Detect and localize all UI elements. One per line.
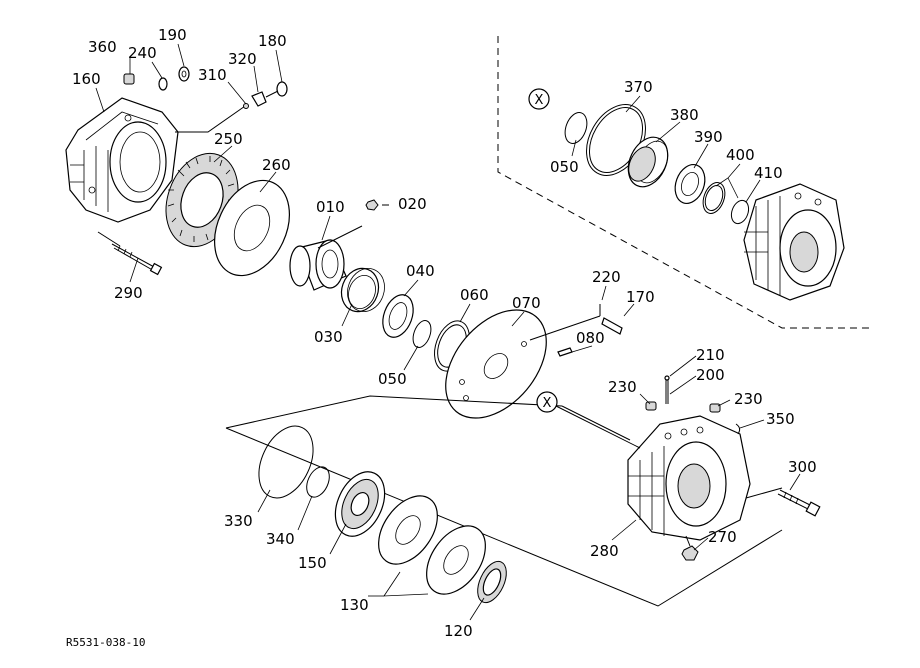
label-170: 170	[626, 288, 655, 306]
small-parts-lower	[645, 375, 741, 561]
x-marker-inset: X	[528, 88, 550, 110]
x-marker-main: X	[536, 391, 558, 413]
label-260: 260	[262, 156, 291, 174]
label-200: 200	[696, 366, 725, 384]
label-320: 320	[228, 50, 257, 68]
housing-280	[627, 415, 751, 541]
label-130: 130	[340, 596, 369, 614]
seal-150	[334, 471, 386, 537]
label-410: 410	[754, 164, 783, 182]
label-360: 360	[88, 38, 117, 56]
bolt-290	[97, 231, 163, 276]
label-220: 220	[592, 268, 621, 286]
nut-020	[365, 199, 394, 211]
label-370: 370	[624, 78, 653, 96]
label-380: 380	[670, 106, 699, 124]
label-050-inset: 050	[550, 158, 579, 176]
label-330: 330	[224, 512, 253, 530]
oring-340	[306, 466, 330, 498]
x-marker-main-text: X	[543, 396, 552, 411]
part-labels: 360 190 240 180 320 310 160 250 260 010 …	[72, 26, 817, 640]
oring-330	[258, 425, 314, 499]
leader-lines	[95, 43, 801, 621]
label-270: 270	[708, 528, 737, 546]
small-parts-top	[123, 66, 288, 133]
figure-code: R5531-038-10	[66, 636, 145, 649]
label-350: 350	[766, 410, 795, 428]
bearing-390	[674, 164, 706, 204]
label-030: 030	[314, 328, 343, 346]
plate-070	[445, 309, 601, 419]
oring-050-inset	[564, 112, 588, 144]
label-060: 060	[460, 286, 489, 304]
ring-400	[702, 182, 726, 214]
inset-frame	[497, 36, 870, 329]
label-150: 150	[298, 554, 327, 572]
plate-260	[214, 179, 290, 277]
label-050-lower: 050	[378, 370, 407, 388]
label-390: 390	[694, 128, 723, 146]
washer-040	[382, 294, 414, 338]
label-210: 210	[696, 346, 725, 364]
label-240: 240	[128, 44, 157, 62]
hub-010	[289, 225, 363, 291]
pins-080-220-170	[557, 304, 623, 357]
label-010: 010	[316, 198, 345, 216]
oring-050-lower	[412, 320, 432, 348]
gear-120	[477, 560, 507, 604]
label-230-left: 230	[608, 378, 637, 396]
x-connectors	[555, 405, 641, 449]
label-160: 160	[72, 70, 101, 88]
label-300: 300	[788, 458, 817, 476]
label-180: 180	[258, 32, 287, 50]
label-020: 020	[398, 195, 427, 213]
label-230-right: 230	[734, 390, 763, 408]
label-310: 310	[198, 66, 227, 84]
plates-130	[368, 495, 486, 597]
label-250: 250	[214, 130, 243, 148]
label-190: 190	[158, 26, 187, 44]
housing-inset	[743, 183, 845, 301]
bolt-300	[745, 487, 821, 517]
label-340: 340	[266, 530, 295, 548]
x-marker-inset-text: X	[535, 93, 544, 108]
piston-380	[627, 136, 669, 188]
label-290: 290	[114, 284, 143, 302]
label-120: 120	[444, 622, 473, 640]
label-070: 070	[512, 294, 541, 312]
label-400: 400	[726, 146, 755, 164]
label-080: 080	[576, 329, 605, 347]
label-280: 280	[590, 542, 619, 560]
oring-410	[730, 199, 750, 225]
spring-030	[340, 267, 385, 313]
label-040: 040	[406, 262, 435, 280]
housing-160	[65, 97, 179, 223]
